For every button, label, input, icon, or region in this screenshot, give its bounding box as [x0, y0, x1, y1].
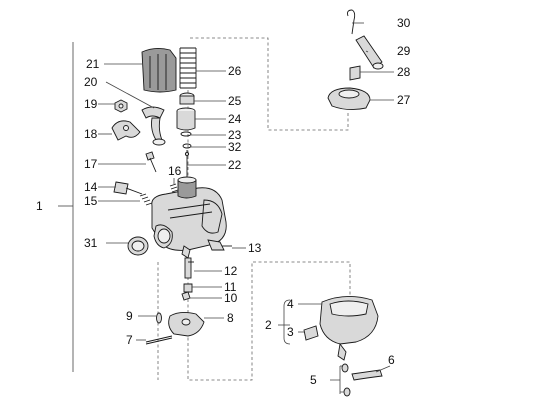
callout-13: 13: [248, 241, 262, 255]
callout-12: 12: [224, 264, 238, 278]
callout-22: 22: [228, 158, 242, 172]
callout-31: 31: [84, 236, 98, 250]
part-12-jet-holder: [184, 257, 194, 279]
part-31-ring: [127, 236, 149, 256]
part-23-clip: [180, 131, 192, 137]
part-8-float: [168, 311, 205, 337]
callout-5: 5: [310, 373, 317, 387]
callout-14: 14: [84, 180, 98, 194]
part-29-sleeve: [355, 35, 384, 70]
callout-7: 7: [126, 333, 133, 347]
callout-23: 23: [228, 128, 242, 142]
carburetor-body: [151, 176, 227, 259]
part-20-elbow: [141, 106, 166, 146]
part-25-cap-nut: [179, 92, 195, 105]
part-19-nut: [114, 99, 128, 113]
callout-1: 1: [36, 199, 43, 213]
part-21-rubber-cap: [141, 47, 177, 93]
assembly-guide-lines: [157, 37, 351, 381]
bracket-1: [58, 42, 74, 372]
part-17-screw: [145, 151, 157, 173]
callout-17: 17: [84, 157, 98, 171]
callout-15: 15: [84, 194, 98, 208]
bracket-5: [330, 366, 341, 394]
callout-20: 20: [84, 75, 98, 89]
part-14-adjuster-screw: [113, 181, 143, 195]
callout-4: 4: [287, 297, 294, 311]
callout-6: 6: [388, 353, 395, 367]
part-26-spring: [179, 47, 197, 89]
callout-9: 9: [126, 309, 133, 323]
part-32-o-ring: [182, 143, 192, 149]
part-6-hose: [351, 369, 383, 381]
callout-27: 27: [397, 93, 411, 107]
callout-2: 2: [265, 318, 272, 332]
callout-18: 18: [84, 127, 98, 141]
callout-10: 10: [224, 291, 238, 305]
part-5-washers: [341, 363, 351, 397]
callout-19: 19: [84, 97, 98, 111]
part-15-spring: [139, 193, 153, 206]
callout-25: 25: [228, 94, 242, 108]
callout-30: 30: [397, 16, 411, 30]
callout-3: 3: [287, 325, 294, 339]
callout-29: 29: [397, 44, 411, 58]
part-13-fitting: [207, 239, 232, 251]
part-24-slide: [176, 107, 196, 131]
callout-24: 24: [228, 112, 242, 126]
part-3-drain-screw: [303, 325, 319, 341]
part-27-top-cap: [327, 87, 371, 111]
part-10-jet: [181, 291, 191, 301]
callout-11: 11: [224, 280, 237, 294]
part-4-float-bowl: [319, 296, 379, 361]
part-18-bracket: [111, 120, 141, 141]
part-9-float-pin: [156, 312, 162, 324]
part-30-cable: [347, 9, 356, 35]
callout-28: 28: [397, 65, 411, 79]
leader-lines: [98, 22, 394, 393]
part-16-small-spring: [169, 183, 180, 196]
callout-8: 8: [227, 311, 234, 325]
callout-26: 26: [228, 64, 242, 78]
part-28-adjuster: [349, 65, 361, 81]
callout-labels: 1 2 3 4 5 6 7 8 9 10 11 12 13 14 15 16 1…: [36, 16, 411, 387]
callout-16: 16: [168, 164, 182, 178]
callout-21: 21: [86, 57, 100, 71]
callout-32: 32: [228, 140, 242, 154]
part-11-jet: [183, 283, 193, 293]
part-7-axle: [145, 335, 173, 345]
bracket-2: [278, 299, 291, 345]
